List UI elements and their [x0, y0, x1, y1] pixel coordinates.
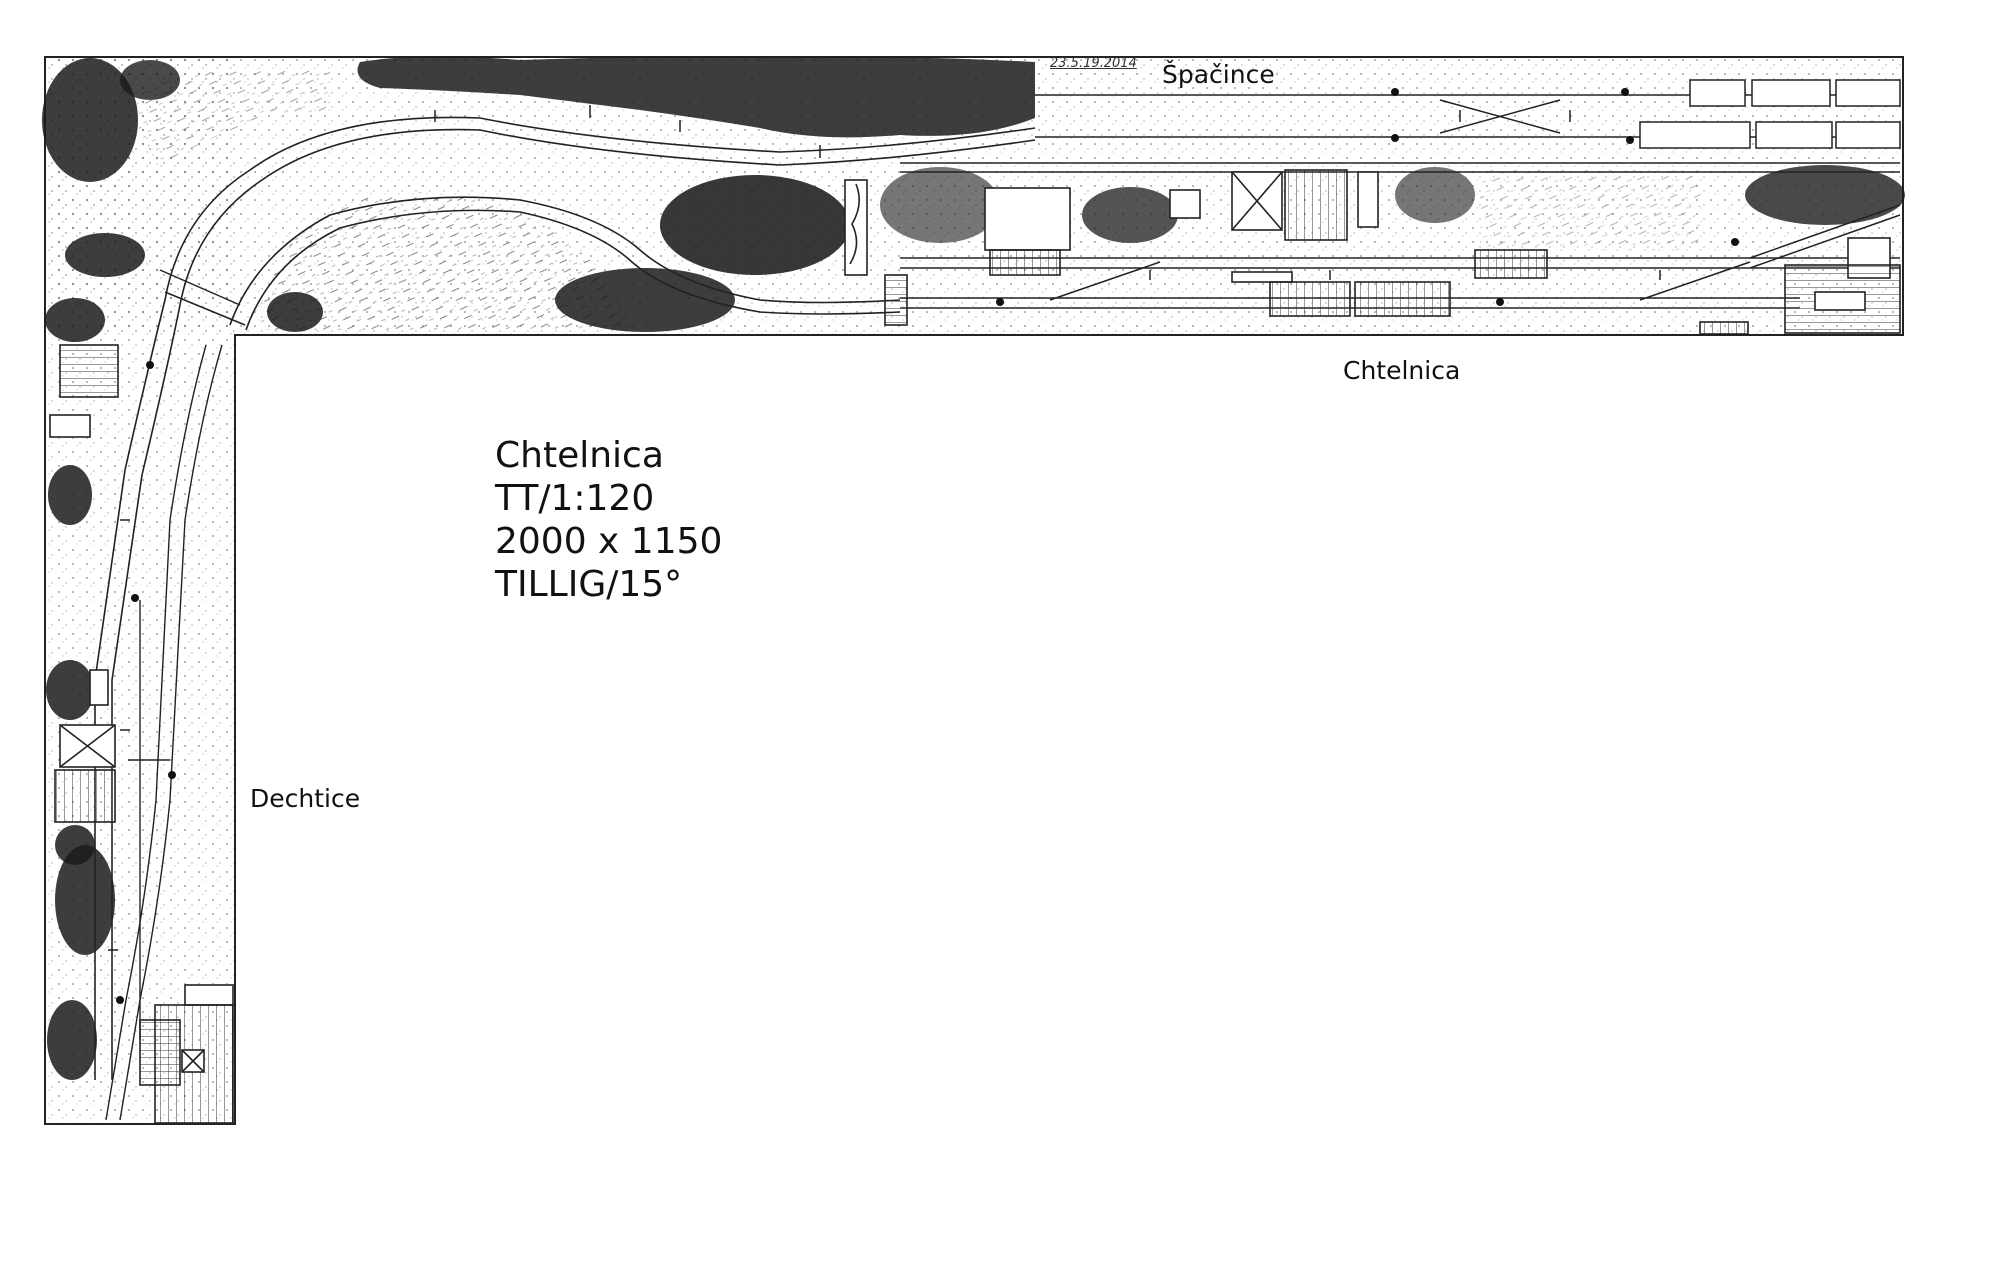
label-chtelnica: Chtelnica: [1343, 356, 1461, 385]
label-spacince: Špačince: [1162, 60, 1275, 89]
layout-name: Chtelnica: [495, 435, 664, 476]
level-crossing: [159, 269, 246, 326]
mainline-track: [94, 116, 1036, 1080]
signals: [116, 88, 1739, 1004]
buildings: [49, 169, 1901, 1124]
field-inner-curve: [260, 192, 640, 330]
trees: [42, 56, 1905, 1080]
layout-system: TILLIG/15°: [495, 564, 683, 605]
track-ticks: [108, 105, 1661, 951]
branch-curve-track: [229, 196, 901, 331]
layout-scale: TT/1:120: [495, 478, 655, 519]
wagons: [1639, 79, 1901, 149]
left-leg-tracks: [105, 344, 223, 1121]
layout-dimensions: 2000 x 1150: [495, 521, 723, 562]
field-right: [1480, 170, 1700, 250]
date-mark: 23.5.19.2014: [1050, 56, 1137, 71]
layout-info: Chtelnica TT/1:120 2000 x 1150 TILLIG/15…: [495, 434, 722, 606]
label-dechtice: Dechtice: [250, 784, 361, 813]
